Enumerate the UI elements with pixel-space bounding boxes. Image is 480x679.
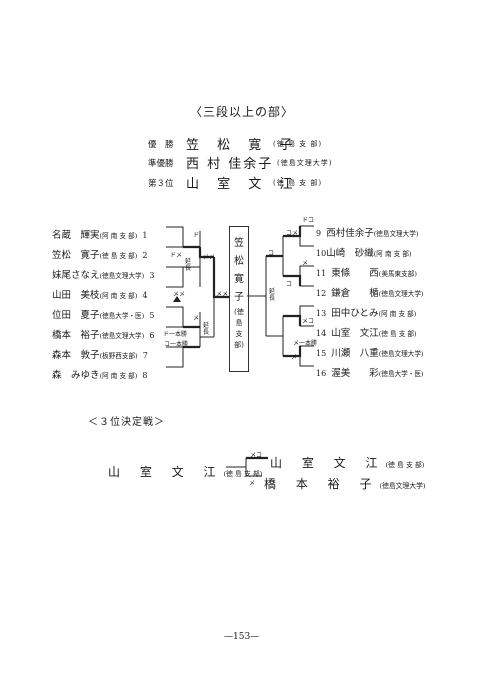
player-entry: 名蔵 輝実(阿 南 支 部) 1 bbox=[52, 230, 148, 241]
page-number: —153— bbox=[224, 632, 260, 642]
bracket-r2-bottom-out bbox=[199, 327, 214, 338]
result-org: (徳 島 支 部) bbox=[273, 179, 323, 187]
mark-ko-r: コ bbox=[286, 281, 293, 288]
winner-line-15 bbox=[283, 346, 302, 358]
bracket-match-1-2 bbox=[166, 226, 184, 248]
mark-ko: コ bbox=[268, 250, 275, 257]
player-entry: 橋本 裕子(徳島文理大学) 6 bbox=[52, 330, 155, 341]
player-entry: 笠松 寛子(徳 島 支 部) 2 bbox=[52, 250, 148, 261]
bracket-match-11-12 bbox=[299, 265, 314, 287]
mark-me-r2: メ bbox=[291, 354, 298, 361]
player-entry: 15 川瀬 八重(徳島文理大学) bbox=[316, 348, 424, 359]
bracket-match-9-10 bbox=[299, 225, 314, 247]
bracket-r2-top-win bbox=[198, 247, 214, 259]
mark-me: メ bbox=[193, 315, 200, 322]
bracket-match-15-16 bbox=[299, 345, 314, 367]
champion-org-char: 部) bbox=[234, 341, 244, 349]
mark-enchou-r: 延長 bbox=[269, 288, 276, 302]
mark-enchou: 延長 bbox=[185, 258, 192, 272]
mark-me-ippon: メ一本勝 bbox=[293, 340, 318, 347]
player-entry: 14 山室 文江(徳 島 支 部) bbox=[316, 328, 417, 339]
third-winner-entry: 山 室 文 江(徳 島 支 部) bbox=[270, 456, 425, 470]
winner-line-9 bbox=[283, 226, 302, 238]
result-name: 山 室 文 江 bbox=[186, 177, 300, 192]
mark-d: ド bbox=[193, 232, 200, 239]
mark-meme-2: メメ bbox=[173, 291, 186, 298]
winner-line-14 bbox=[283, 314, 302, 326]
mark-extension: 延長 bbox=[203, 322, 210, 336]
champion-org-char: 島 bbox=[235, 319, 243, 327]
third-mark-top: メコ bbox=[250, 452, 263, 459]
mark-ko-ippon: コ一本勝 bbox=[164, 341, 189, 348]
player-entry: 森本 敦子(板野西支部) 7 bbox=[52, 350, 148, 361]
champion-org-char: 支 bbox=[235, 330, 243, 338]
mark-me-r: メ bbox=[302, 260, 309, 267]
bracket-match-3-4 bbox=[166, 266, 184, 288]
player-entry: 森 みゆき(阿 南 支 部) 8 bbox=[52, 370, 148, 381]
section-title: 〈三段以上の部〉 bbox=[190, 105, 295, 119]
result-rank: 第３位 bbox=[148, 179, 174, 189]
mark-doko: ドコ bbox=[302, 217, 315, 224]
result-org: (徳 島 支 部) bbox=[273, 140, 323, 148]
champion-char: 松 bbox=[234, 256, 244, 267]
mark-d-ippon: ド一本勝 bbox=[163, 331, 188, 338]
player-entry: 11 東條 西(美馬東支部) bbox=[316, 268, 417, 279]
mark-meko: メコ bbox=[302, 318, 315, 325]
result-name: 西 村 佳余子 bbox=[186, 157, 274, 172]
bracket-match-5-6 bbox=[166, 306, 184, 328]
winner-line-12 bbox=[283, 274, 302, 286]
third-loser-entry: 橋 本 裕 子(徳島文理大学) bbox=[264, 477, 426, 491]
result-rank: 優 勝 bbox=[148, 140, 174, 150]
champion-char: 子 bbox=[234, 292, 244, 303]
mark-meme-3: メメ bbox=[216, 291, 229, 298]
third-mark-bottom: メ bbox=[249, 480, 256, 487]
player-entry: 12 鎌倉 楯(徳島文理大学) bbox=[316, 288, 424, 299]
mark-meme: メメ bbox=[203, 254, 216, 261]
player-entry: 山田 美枝(阿 南 支 部) 4 bbox=[52, 290, 148, 301]
player-entry: 10山崎 砂織(阿 南 支 部) bbox=[316, 248, 412, 259]
third-left-entry: 山 室 文 江(徳 島 支 部) bbox=[108, 465, 263, 479]
champion-org-char: (徳 bbox=[234, 308, 244, 316]
bracket-match-7-8 bbox=[166, 346, 184, 368]
champion-box: 笠 松 寛 子 (徳 島 支 部) bbox=[229, 226, 249, 372]
mark-dome: ドメ bbox=[170, 252, 183, 259]
result-name: 笠 松 寛 子 bbox=[186, 138, 300, 153]
player-entry: 妹尾さなえ(徳島文理大学) 3 bbox=[52, 270, 155, 281]
result-org: (徳島文理大学) bbox=[277, 159, 333, 167]
result-rank: 準優勝 bbox=[148, 159, 174, 169]
champion-char: 寛 bbox=[234, 274, 244, 285]
player-entry: 9 西村佳余子(徳島文理大学) bbox=[316, 228, 419, 239]
player-entry: 13 田中ひとみ(阿 南 支 部) bbox=[316, 308, 417, 319]
triangle-mark bbox=[173, 296, 181, 302]
player-entry: 位田 夏子(徳島大学・医) 5 bbox=[52, 310, 155, 321]
champion-char: 笠 bbox=[234, 238, 244, 249]
player-entry: 16 渥美 彩(徳島大学・医) bbox=[316, 368, 424, 379]
mark-kome: コメ bbox=[286, 230, 299, 237]
third-place-heading: ＜３位決定戦＞ bbox=[88, 417, 165, 428]
